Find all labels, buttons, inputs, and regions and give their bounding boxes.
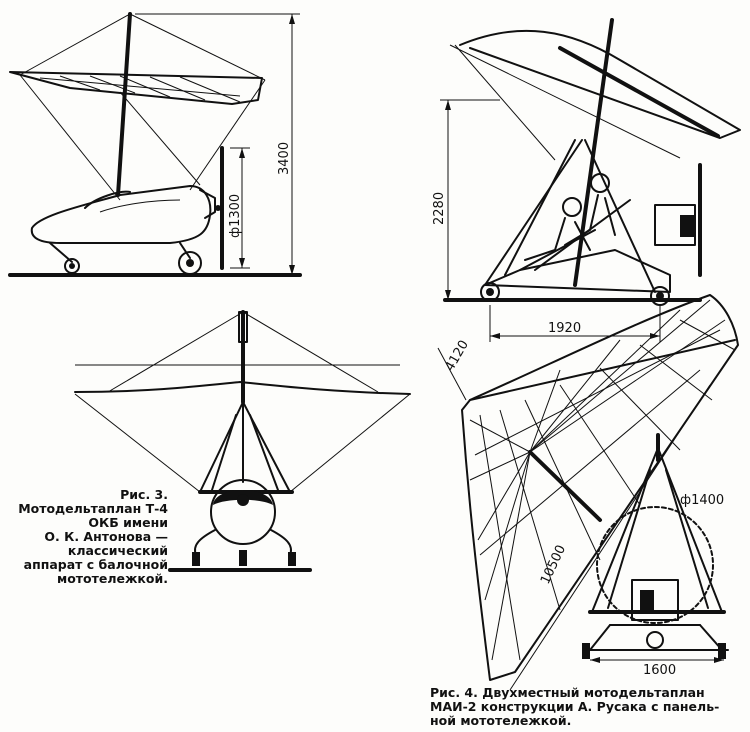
fig3-caption-line: классический	[67, 543, 168, 558]
fig3-caption-line: О. К. Антонова —	[44, 529, 168, 544]
fig4-span-dim-label: 10500	[538, 543, 569, 587]
fig4-caption-line: МАИ-2 конструкции А. Русака с панель-	[430, 699, 720, 714]
fig4-propeller-dim-label: ф1400	[680, 493, 724, 508]
fig3-side-view: ф1300 3400	[8, 12, 302, 277]
fig4-height-dim-label: 2280	[432, 192, 447, 225]
fig3-caption: Рис. 3. Мотодельтаплан Т-4 ОКБ имени О. …	[8, 488, 168, 586]
fig3-propeller-dim-label: ф1300	[228, 194, 243, 238]
fig3-caption-line: Мотодельтаплан Т-4	[18, 501, 168, 516]
fig3-height-dim-label: 3400	[277, 142, 292, 175]
fig3-caption-line: аппарат с балочной	[23, 557, 168, 572]
fig3-caption-line: мототележкой.	[56, 571, 168, 586]
fig4-caption-line: Рис. 4. Двухместный мотодельтаплан	[430, 685, 705, 700]
fig4-side-view: 2280 1920	[432, 18, 741, 342]
fig4-caption-line: ной мототележкой.	[430, 713, 572, 728]
fig4-chord-dim-label: 4120	[442, 338, 472, 374]
fig4-wheelbase-dim-label: 1920	[548, 321, 581, 336]
fig3-caption-line: ОКБ имени	[88, 515, 168, 530]
fig4-front-view: ф1400 1600	[582, 433, 729, 678]
fig3-caption-line: Рис. 3.	[120, 487, 168, 502]
fig4-caption: Рис. 4. Двухместный мотодельтаплан МАИ-2…	[430, 686, 748, 728]
fig3-front-view	[74, 310, 411, 572]
fig4-track-dim-label: 1600	[643, 663, 676, 678]
